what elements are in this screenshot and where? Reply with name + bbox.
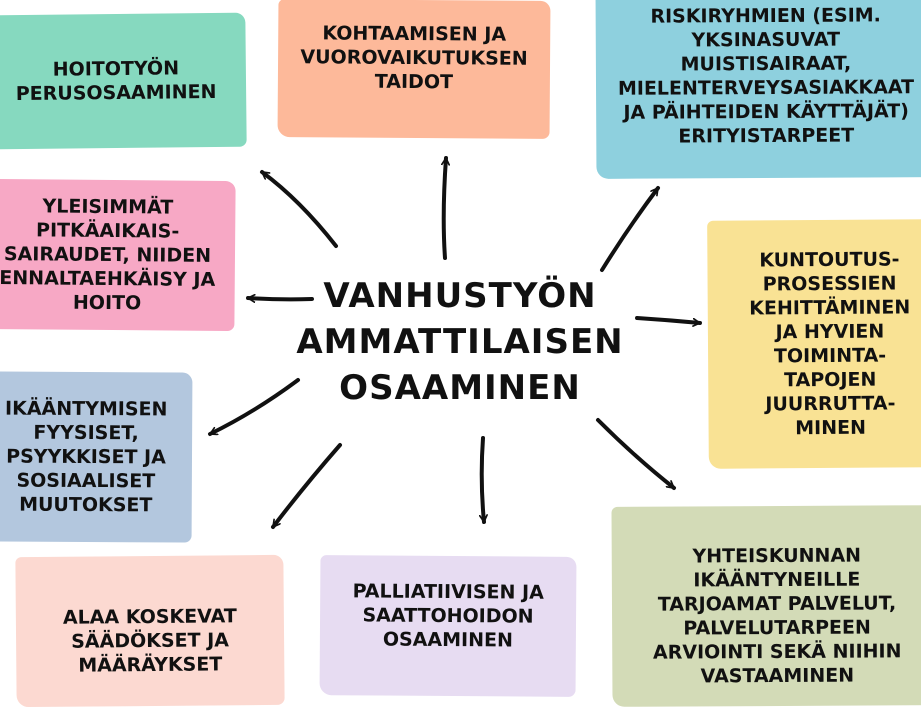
arrow-to-kohtaaminen <box>444 156 446 260</box>
card-saadokset-maaraykset: ALAA KOSKEVAT SÄÄDÖKSET JA MÄÄRÄYKSET <box>15 554 285 707</box>
card-kohtaamisen-taidot: KOHTAAMISEN JA VUOROVAIKUTUKSEN TAIDOT <box>277 0 551 139</box>
arrow-to-pitkaaikais <box>246 298 314 299</box>
card-yhteiskunta-text: YHTEISKUNNAN IKÄÄNTYNEILLE TARJOAMAT PAL… <box>652 544 902 688</box>
arrow-to-riskiryhmat <box>600 186 660 272</box>
card-saadokset-text: ALAA KOSKEVAT SÄÄDÖKSET JA MÄÄRÄYKSET <box>62 605 237 677</box>
card-ikaantymisen-text: IKÄÄNTYMISEN FYYSISET, PSYYKKISET JA SOS… <box>5 397 168 517</box>
arrow-to-saadokset <box>271 443 342 529</box>
arrow-to-hoitotyo <box>260 170 338 248</box>
card-pitkaaikaissairaudet: YLEISIMMÄT PITKÄAIKAIS- SAIRAUDET, NIIDE… <box>0 178 236 332</box>
card-kohtaamisen-text: KOHTAAMISEN JA VUOROVAIKUTUKSEN TAIDOT <box>300 22 528 94</box>
card-hoitotyon-text: HOITOTYÖN PERUSOSAAMINEN <box>15 57 217 106</box>
card-riskiryhmien-text: RISKIRYHMIEN (ESIM. YKSINASUVAT MUISTISA… <box>617 4 915 148</box>
central-title: VANHUSTYÖN AMMATTILAISEN OSAAMINEN <box>296 276 624 408</box>
card-riskiryhmien-erityistarpeet: RISKIRYHMIEN (ESIM. YKSINASUVAT MUISTISA… <box>595 0 921 179</box>
card-kuntoutus-text: KUNTOUTUS- PROSESSIEN KEHITTÄMINEN JA HY… <box>749 248 911 440</box>
arrow-to-yhteiskunta <box>596 418 676 490</box>
card-palliatiivinen-osaaminen: PALLIATIIVISEN JA SAATTOHOIDON OSAAMINEN <box>319 555 577 697</box>
card-pitkaaikais-text: YLEISIMMÄT PITKÄAIKAIS- SAIRAUDET, NIIDE… <box>0 195 216 315</box>
arrow-to-palliatiivinen <box>482 436 484 524</box>
card-hoitotyon-perusosaaminen: HOITOTYÖN PERUSOSAAMINEN <box>0 12 247 150</box>
card-kuntoutusprosessit: KUNTOUTUS- PROSESSIEN KEHITTÄMINEN JA HY… <box>707 219 921 469</box>
arrow-to-ikaantyminen <box>208 378 300 436</box>
card-ikaantymisen-muutokset: IKÄÄNTYMISEN FYYSISET, PSYYKKISET JA SOS… <box>0 371 193 543</box>
arrows-layer <box>208 156 702 529</box>
card-palliatiivinen-text: PALLIATIIVISEN JA SAATTOHOIDON OSAAMINEN <box>352 580 544 652</box>
arrow-to-kuntoutus <box>635 316 702 323</box>
card-yhteiskunnan-palvelut: YHTEISKUNNAN IKÄÄNTYNEILLE TARJOAMAT PAL… <box>611 505 921 707</box>
